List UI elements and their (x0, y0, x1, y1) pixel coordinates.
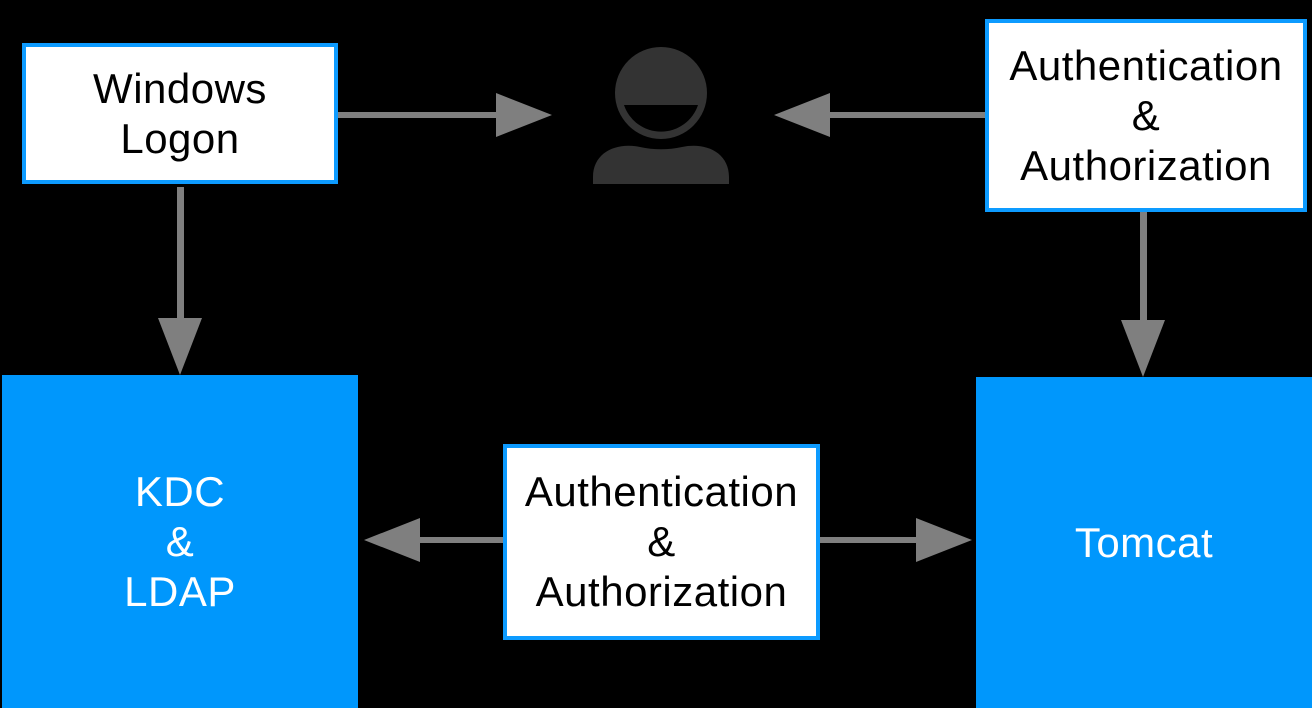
node-windows-logon: Windows Logon (22, 43, 338, 184)
arrow-windows-logon-to-kdc (158, 187, 202, 375)
user-icon (593, 47, 729, 184)
node-tomcat: Tomcat (976, 377, 1312, 708)
node-auth-top-line: Authorization (1020, 141, 1272, 189)
arrow-auth-top-to-user (774, 93, 985, 137)
node-tomcat-line: Tomcat (1074, 518, 1214, 566)
node-kdc-ldap: KDC & LDAP (2, 375, 358, 708)
node-auth-top: Authentication & Authorization (985, 19, 1307, 212)
node-auth-center-line: Authentication (524, 468, 799, 515)
node-auth-top-line: Authentication (1009, 41, 1283, 89)
node-kdc-ldap-line: KDC (134, 467, 226, 515)
arrow-auth-center-to-kdc (364, 518, 503, 562)
arrow-windows-logon-to-user (338, 93, 552, 137)
node-auth-center-line: Authorization (535, 568, 788, 615)
node-auth-center: Authentication & Authorization (503, 444, 820, 640)
node-windows-logon-line: Windows (93, 64, 267, 112)
node-auth-center-line: & (647, 518, 676, 565)
node-kdc-ldap-line: & (165, 517, 195, 565)
arrow-auth-top-to-tomcat (1121, 212, 1165, 377)
user-shoulders (593, 145, 729, 184)
node-windows-logon-line: Logon (120, 114, 240, 162)
node-kdc-ldap-line: LDAP (124, 567, 236, 615)
arrow-auth-center-to-tomcat (820, 518, 972, 562)
node-auth-top-line: & (1131, 91, 1161, 139)
user-smile-cutout (624, 105, 698, 132)
